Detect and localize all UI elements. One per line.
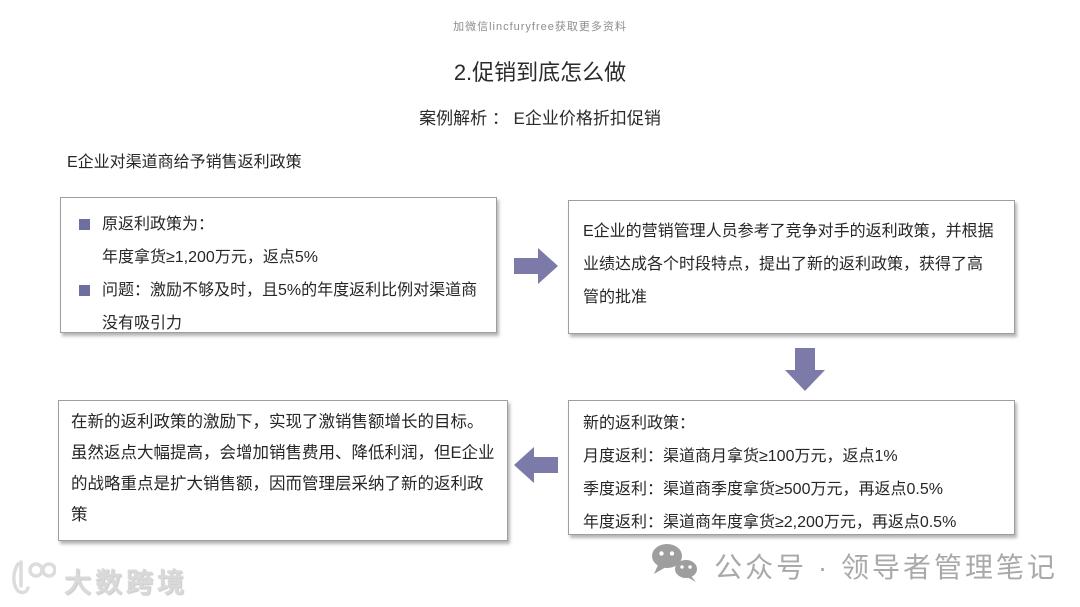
bullet-item: 原返利政策为：: [77, 208, 480, 241]
bullet-text: 问题：激励不够及时，且5%的年度返利比例对渠道商没有吸引力: [102, 282, 478, 332]
page-title: 2.促销到底怎么做: [453, 60, 627, 85]
policy-line: 季度返利：渠道商季度拿货≥500万元，再返点0.5%: [583, 481, 943, 498]
policy-line: 新的返利政策：: [583, 415, 696, 432]
bullet-text: 原返利政策为：: [102, 216, 215, 233]
flow-arrow-left-icon: [514, 444, 558, 486]
page-subtitle: 案例解析 ： E企业价格折扣促销: [419, 109, 661, 128]
result-box: 在新的返利政策的激励下，实现了激销售额增长的目标。虽然返点大幅提高，会增加销售费…: [58, 400, 508, 541]
policy-line: 年度返利：渠道商年度拿货≥2,200万元，再返点0.5%: [583, 514, 957, 531]
intro-text: E企业的营销管理人员参考了竞争对手的返利政策，并根据业绩达成各个时段特点，提出了…: [583, 223, 994, 306]
brand-watermark-right: 公众号 · 领导者管理笔记: [650, 543, 1058, 588]
flow-arrow-right-icon: [514, 245, 558, 287]
brand-left-label: 大数跨境: [64, 568, 188, 598]
policy-line: 月度返利：渠道商月拿货≥100万元，返点1%: [583, 448, 898, 465]
new-policy-intro-box: E企业的营销管理人员参考了竞争对手的返利政策，并根据业绩达成各个时段特点，提出了…: [568, 200, 1015, 334]
top-watermark-text: 加微信lincfuryfree获取更多资料: [453, 21, 627, 33]
bullet-square-icon: [79, 285, 90, 296]
flow-arrow-down-icon: [782, 348, 828, 391]
bullet-square-icon: [79, 219, 90, 230]
bullet-detail-text: 年度拿货≥1,200万元，返点5%: [102, 249, 318, 266]
result-text: 在新的返利政策的激励下，实现了激销售额增长的目标。虽然返点大幅提高，会增加销售费…: [71, 413, 495, 524]
new-policy-detail-box: 新的返利政策： 月度返利：渠道商月拿货≥100万元，返点1% 季度返利：渠道商季…: [568, 400, 1015, 535]
wechat-icon: [650, 543, 700, 588]
dashu-logo-icon: [8, 556, 57, 605]
bullet-item: 问题：激励不够及时，且5%的年度返利比例对渠道商没有吸引力: [77, 274, 480, 340]
brand-watermark-left: 大数跨境: [8, 556, 188, 605]
original-policy-box: 原返利政策为： 年度拿货≥1,200万元，返点5% 问题：激励不够及时，且5%的…: [60, 197, 497, 333]
section-label: E企业对渠道商给予销售返利政策: [67, 154, 302, 171]
brand-right-label: 公众号 · 领导者管理笔记: [714, 551, 1058, 583]
